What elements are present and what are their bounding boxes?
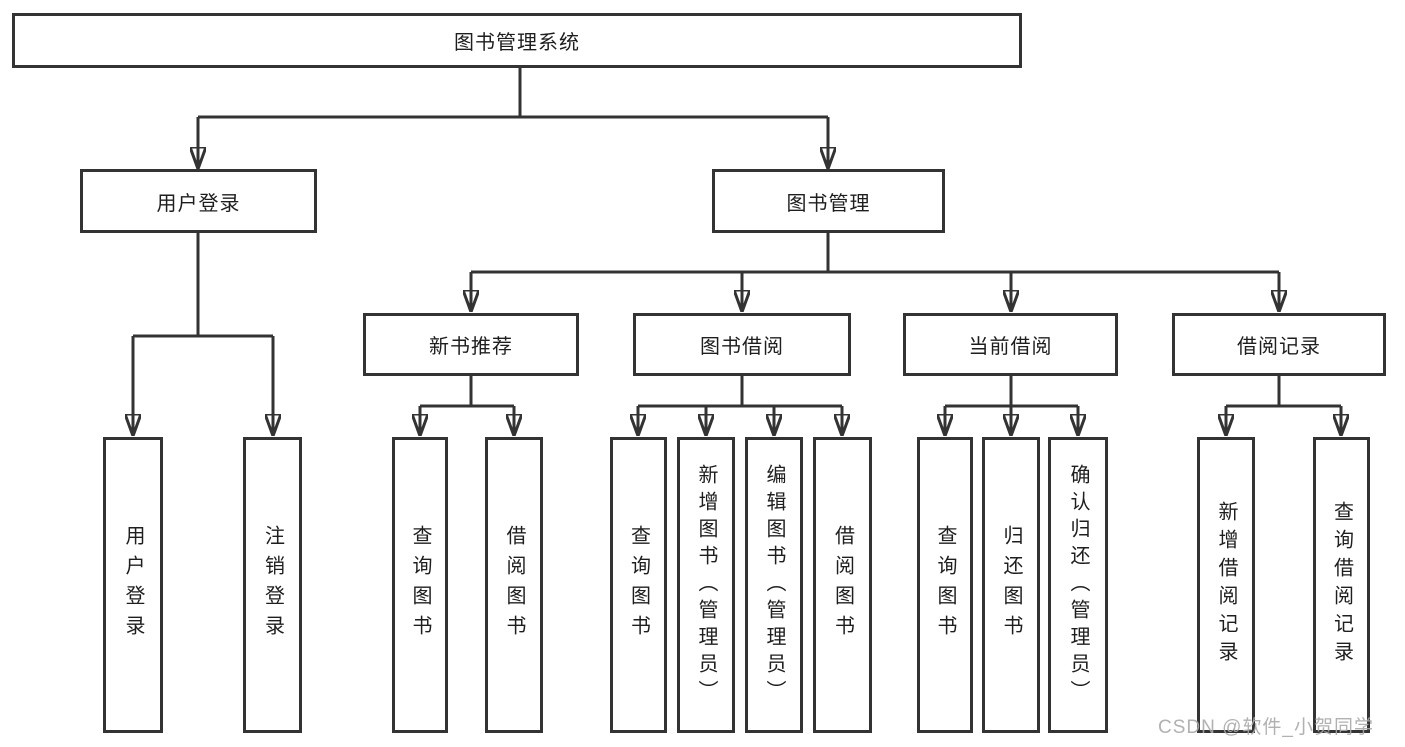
node-book-borrowing-label: 图书借阅: [700, 336, 784, 358]
leaf-query-books-current: 查询图书: [917, 437, 973, 733]
leaf-edit-books-admin: 编辑图书（管理员）: [745, 437, 803, 733]
leaf-return-books: 归还图书: [982, 437, 1040, 733]
leaf-logout: 注销登录: [243, 437, 302, 733]
node-new-book-recommend: 新书推荐: [363, 313, 579, 376]
leaf-logout-label: 注销登录: [261, 525, 284, 645]
leaf-borrow-books-borrowing: 借阅图书: [813, 437, 872, 733]
leaf-edit-books-admin-label: 编辑图书（管理员）: [763, 463, 785, 707]
node-book-borrowing: 图书借阅: [633, 313, 851, 376]
leaf-add-books-admin: 新增图书（管理员）: [677, 437, 735, 733]
node-current-borrowing: 当前借阅: [903, 313, 1118, 376]
leaf-query-books-current-label: 查询图书: [934, 525, 956, 645]
leaf-add-borrow-record: 新增借阅记录: [1197, 437, 1255, 733]
leaf-query-books-recommend-label: 查询图书: [409, 525, 431, 645]
node-borrowing-records-label: 借阅记录: [1237, 336, 1321, 358]
leaf-query-books-borrowing: 查询图书: [610, 437, 667, 733]
leaf-borrow-books-recommend-label: 借阅图书: [503, 525, 525, 645]
root-node-label: 图书管理系统: [454, 32, 580, 54]
leaf-user-login-label: 用户登录: [122, 525, 144, 645]
leaf-query-borrow-record: 查询借阅记录: [1313, 437, 1370, 733]
leaf-query-books-borrowing-label: 查询图书: [627, 525, 650, 645]
leaf-confirm-return-admin: 确认归还（管理员）: [1048, 437, 1108, 733]
leaf-borrow-books-borrowing-label: 借阅图书: [831, 525, 854, 645]
node-book-management: 图书管理: [712, 169, 945, 233]
node-book-management-label: 图书管理: [786, 192, 871, 215]
node-new-book-recommend-label: 新书推荐: [429, 336, 513, 358]
leaf-user-login: 用户登录: [103, 437, 163, 733]
leaf-query-books-recommend: 查询图书: [392, 437, 448, 733]
leaf-borrow-books-recommend: 借阅图书: [485, 437, 543, 733]
root-node-library-system: 图书管理系统: [12, 13, 1022, 68]
leaf-add-borrow-record-label: 新增借阅记录: [1215, 501, 1237, 669]
node-current-borrowing-label: 当前借阅: [968, 336, 1053, 358]
node-user-login-label: 用户登录: [156, 192, 241, 215]
node-borrowing-records: 借阅记录: [1172, 313, 1386, 376]
node-user-login: 用户登录: [80, 169, 317, 233]
leaf-add-books-admin-label: 新增图书（管理员）: [695, 463, 717, 707]
leaf-confirm-return-admin-label: 确认归还（管理员）: [1067, 463, 1089, 707]
leaf-query-borrow-record-label: 查询借阅记录: [1330, 501, 1353, 669]
leaf-return-books-label: 归还图书: [1000, 525, 1022, 645]
csdn-watermark: CSDN @软件_小贺同学: [1158, 717, 1374, 738]
